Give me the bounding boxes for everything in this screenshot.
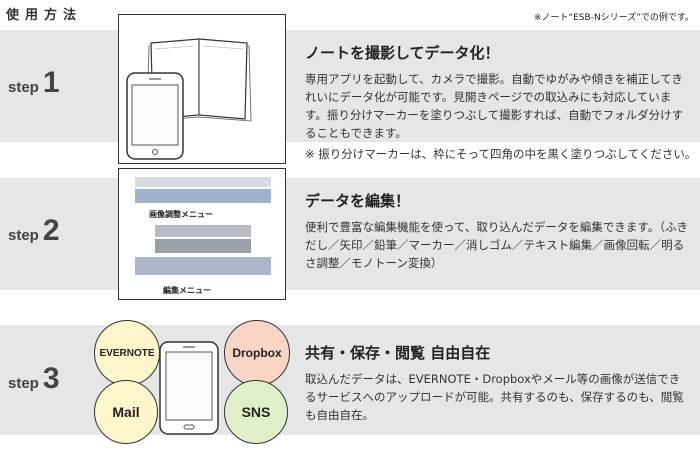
step1-illustration — [118, 14, 286, 164]
evernote-circle: EVERNOTE — [94, 320, 160, 386]
step2-band — [0, 178, 700, 290]
edit-strip-1 — [155, 225, 251, 237]
example-note: ※ノート“ESB-Nシリーズ”での例です。 — [533, 13, 694, 23]
sns-circle: SNS — [224, 380, 288, 444]
step3-body: 取込んだデータは、EVERNOTE・Dropboxやメール等の画像が送信できるサ… — [305, 372, 684, 422]
notebook-phone-image — [126, 38, 252, 160]
dropbox-circle: Dropbox — [224, 320, 290, 386]
step1-heading: ノートを撮影してデータ化！ — [305, 44, 500, 62]
step-number: 3 — [42, 362, 60, 395]
step3-illustration: EVERNOTE Dropbox Mail SNS — [90, 318, 290, 448]
mail-circle: Mail — [94, 380, 158, 444]
adjust-toolbar — [135, 177, 271, 187]
adjust-menu-image — [135, 189, 271, 203]
step3-heading: 共有・保存・閲覧 自由自在 — [305, 344, 491, 362]
step2-heading: データを編集！ — [305, 192, 411, 210]
edit-menu-image — [135, 257, 271, 275]
step-word: step — [8, 375, 39, 392]
step2-illustration: 画像調整メニュー 編集メニュー — [118, 168, 286, 300]
step1-band — [0, 30, 700, 142]
adjust-menu-caption: 画像調整メニュー — [149, 210, 213, 219]
edit-strip-2 — [155, 239, 251, 253]
marker-note: ※ 振り分けマーカーは、枠にそって四角の中を黒く塗りつぶしてください。 — [305, 147, 697, 161]
step-number: 1 — [42, 66, 60, 99]
step-word: step — [8, 79, 39, 96]
step2-body: 便利で豊富な編集機能を使って、取り込んだデータを編集できます。（ふきだし／矢印／… — [305, 220, 688, 270]
share-phone-image — [159, 341, 219, 435]
page-title: 使用方法 — [6, 8, 83, 23]
step1-body: 専用アプリを起動して、カメラで撮影。自動でゆがみや傾きを補正してきれいにデータ化… — [305, 72, 684, 140]
step-number: 2 — [42, 214, 60, 247]
step-word: step — [8, 227, 39, 244]
edit-menu-caption: 編集メニュー — [163, 286, 211, 295]
